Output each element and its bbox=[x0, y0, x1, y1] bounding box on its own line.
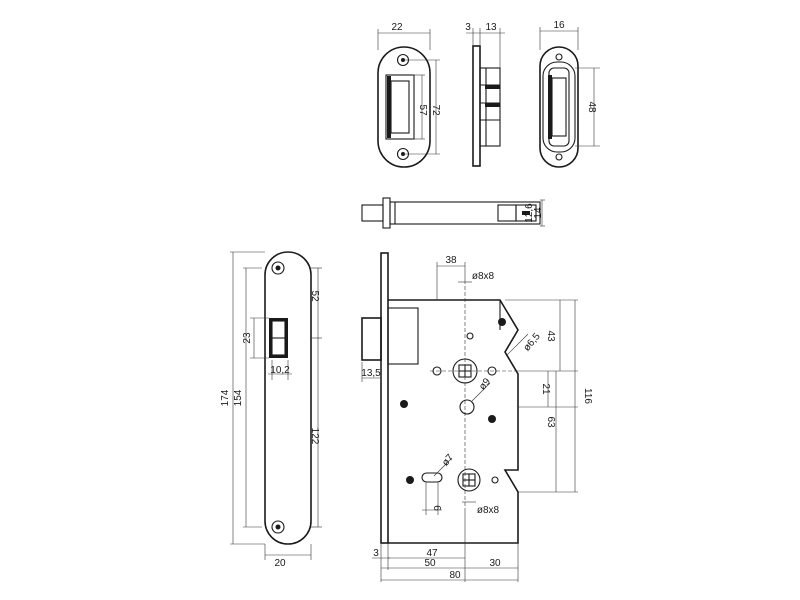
dim-strike-inner-height: 57 bbox=[417, 104, 428, 116]
dim-backset-50: 50 bbox=[424, 558, 436, 569]
dim-forend-latch-height: 23 bbox=[242, 332, 253, 344]
forend-front-view bbox=[230, 251, 322, 560]
dim-case-30: 30 bbox=[489, 558, 501, 569]
dim-top-b: 14 bbox=[533, 207, 544, 219]
dim-63: 63 bbox=[545, 416, 556, 428]
dim-116: 116 bbox=[582, 388, 593, 404]
dim-faceplate: 3 bbox=[373, 548, 379, 559]
dim-forend-top-offset: 52 bbox=[309, 290, 320, 302]
lock-top-view bbox=[361, 197, 545, 229]
dim-spindle-square: ø8x8 bbox=[472, 271, 495, 282]
dim-top-a: 12,6 bbox=[524, 203, 535, 223]
dim-strike-box-depth: 13 bbox=[485, 22, 497, 33]
dim-slot-width: 6 bbox=[431, 505, 442, 511]
dim-cylinder-square: ø8x8 bbox=[477, 505, 500, 516]
dim-forend-latch-width: 10,2 bbox=[270, 365, 290, 376]
dim-forend-bottom-offset: 122 bbox=[309, 428, 320, 445]
dim-forend-inner-height: 154 bbox=[233, 389, 244, 406]
dim-forend-width: 20 bbox=[274, 558, 286, 569]
dim-backset-47: 47 bbox=[426, 548, 438, 559]
dim-strike-plate-thickness: 3 bbox=[465, 22, 471, 33]
dim-latch-projection: 13,5 bbox=[361, 368, 381, 379]
strike-plate-front-view bbox=[377, 29, 440, 168]
dim-rounded-strike-width: 16 bbox=[553, 20, 565, 31]
dim-spindle-offset-x: 38 bbox=[445, 255, 457, 266]
dim-strike-width: 22 bbox=[391, 22, 403, 33]
rounded-strike-view bbox=[539, 27, 600, 168]
dim-21: 21 bbox=[540, 383, 551, 395]
dim-case-80: 80 bbox=[449, 570, 461, 581]
dim-strike-outer-height: 72 bbox=[430, 104, 441, 116]
dim-hole-7: ø7 bbox=[440, 452, 456, 468]
strike-plate-side-view bbox=[466, 28, 505, 167]
dim-hole-9: ø9 bbox=[477, 376, 493, 392]
dim-forend-total-height: 174 bbox=[220, 389, 231, 406]
dim-rounded-strike-height: 48 bbox=[586, 101, 597, 113]
lock-body-side-view bbox=[361, 252, 578, 582]
dim-43: 43 bbox=[545, 330, 556, 342]
dim-screw-hole: ø6,5 bbox=[521, 331, 543, 354]
